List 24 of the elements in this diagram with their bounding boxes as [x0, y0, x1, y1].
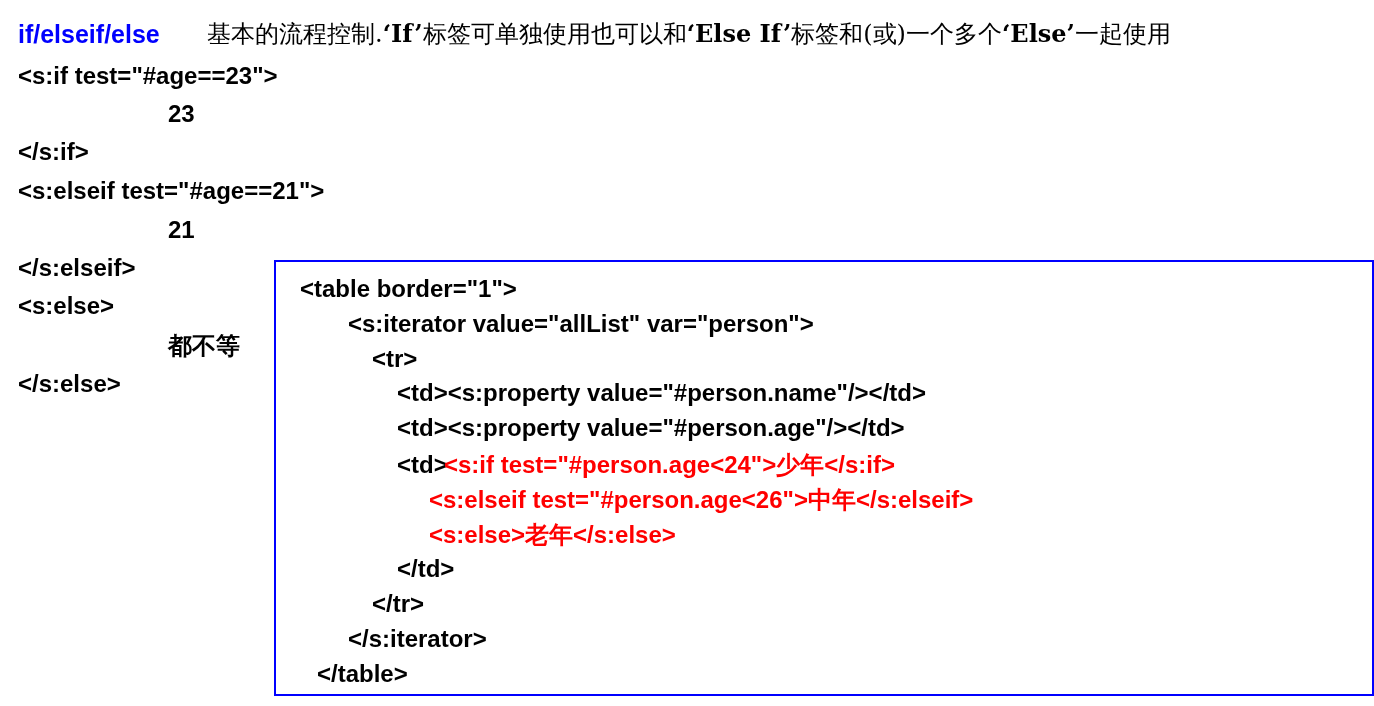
code-line: </s:if>: [18, 137, 89, 167]
code-line: 都不等: [168, 331, 240, 361]
code-line: <tr>: [372, 344, 418, 374]
code-line: <s:iterator value="allList" var="person">: [348, 309, 814, 339]
code-line: </td>: [397, 554, 455, 584]
heading: if/elseif/else: [18, 19, 160, 50]
code-line: 23: [168, 99, 195, 129]
code-line: <table border="1">: [300, 274, 517, 304]
description-text: 基本的流程控制.‘If’标签可单独使用也可以和‘Else If’标签和(或)一个多个‘Else’一起使用: [207, 19, 1171, 49]
code-line: 21: [168, 215, 195, 245]
code-line: <td><s:property value="#person.name"/></td>: [397, 378, 926, 408]
code-line: <s:if test="#person.age<24">少年</s:if>: [444, 450, 895, 480]
code-line: </tr>: [372, 589, 425, 619]
code-line: <s:else>: [18, 291, 115, 321]
code-line: <s:else>老年</s:else>: [429, 520, 676, 550]
code-line: </table>: [317, 659, 408, 689]
code-line: </s:else>: [18, 369, 121, 399]
code-panel: [274, 260, 1374, 696]
code-line: </s:elseif>: [18, 253, 136, 283]
code-line: <td><s:property value="#person.age"/></td>: [397, 413, 905, 443]
code-line: <s:elseif test="#person.age<26">中年</s:elseif>: [429, 485, 974, 515]
code-line: <s:elseif test="#age==21">: [18, 176, 325, 206]
code-line: </s:iterator>: [348, 624, 487, 654]
code-line: <s:if test="#age==23">: [18, 61, 278, 91]
